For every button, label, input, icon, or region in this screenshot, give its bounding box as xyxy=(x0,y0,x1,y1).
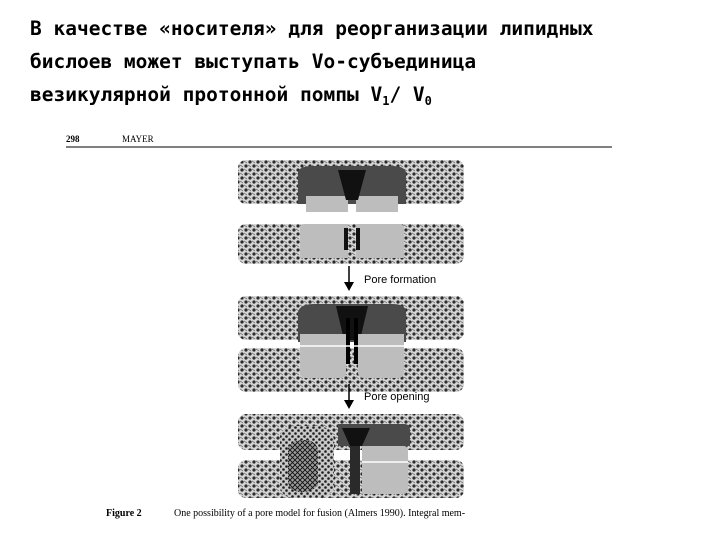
stage-1-docking xyxy=(238,160,464,264)
stage-3-pore-opening xyxy=(238,414,464,498)
slide-title: В качестве «носителя» для реорганизации … xyxy=(30,12,710,118)
protein-lower-right xyxy=(356,224,404,258)
fusion-pore-coil xyxy=(288,440,318,492)
protein-lower-right xyxy=(362,446,408,494)
protein-lower-left xyxy=(300,334,346,378)
stage-2-pore-formation xyxy=(238,296,464,392)
caption-text: One possibility of a pore model for fusi… xyxy=(174,508,465,519)
title-line-1: В качестве «носителя» для реорганизации … xyxy=(30,17,594,40)
step-label-pore-formation: Pore formation xyxy=(364,274,436,286)
running-head: MAYER xyxy=(122,134,154,144)
title-line-2: бислоев может выступать Vo-субъединица xyxy=(30,50,477,73)
step-label-pore-opening: Pore opening xyxy=(364,391,429,403)
title-line-3: везикулярной протонной помпы V1/ V0 xyxy=(30,83,432,108)
protein-lower-right xyxy=(358,334,404,378)
caption-label: Figure 2 xyxy=(106,508,142,519)
membrane-lower xyxy=(238,224,464,264)
protein-lower-left xyxy=(300,224,348,258)
page-number: 298 xyxy=(66,134,80,144)
membrane-lower xyxy=(238,348,464,392)
